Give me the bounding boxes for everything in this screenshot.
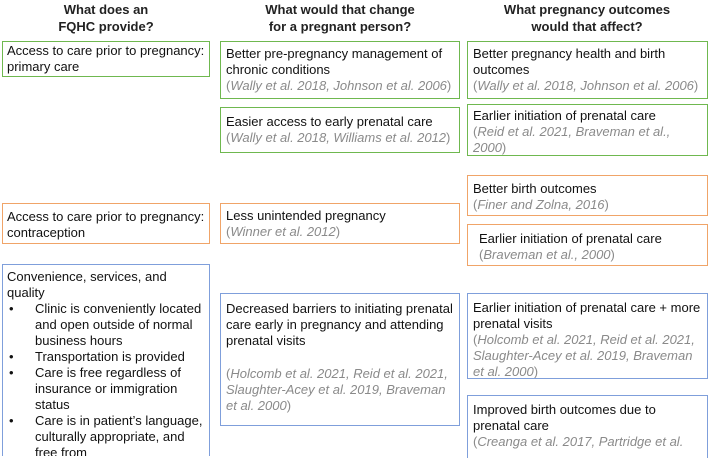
column-header-outcomes: What pregnancy outcomes would that affec… [466,1,708,35]
column-header-fqhc-provides: What does an FQHC provide? [2,1,210,35]
box-title: Convenience, services, and quality [7,269,167,300]
outcome-earlier-initiation-2-box: Earlier initiation of prenatal care (Bra… [467,224,708,266]
outcome-health-birth-box: Better pregnancy health and birth outcom… [467,41,708,99]
citation: (Wally et al. 2018, Williams et al. 2012… [226,130,451,145]
citation-text: Wally et al. 2018, Williams et al. 2012 [230,130,447,145]
box-text: Less unintended pregnancy [226,208,386,223]
citation-text: Creanga et al. 2017, Partridge et al. [477,434,684,449]
outcome-earlier-initiation-box: Earlier initiation of prenatal care (Rei… [467,104,708,156]
box-text: Better pregnancy health and birth outcom… [473,46,666,77]
citation: (Finer and Zolna, 2016) [473,197,609,212]
box-text: Earlier initiation of prenatal care [479,231,662,246]
provide-contraception-box: Access to care prior to pregnancy: contr… [2,203,210,244]
citation-text: Braveman et al., 2000 [483,247,611,262]
citation: (Holcomb et al. 2021, Reid et al. 2021, … [226,366,448,413]
provide-convenience-box: Convenience, services, and quality Clini… [2,264,210,456]
convenience-bullet-list: Clinic is conveniently located and open … [7,301,205,456]
citation-text: Holcomb et al. 2021, Reid et al. 2021, S… [226,366,448,413]
citation-text: Winner et al. 2012 [230,224,336,239]
citation-text: Wally et al. 2018, Johnson et al. 2006 [477,78,694,93]
box-text: Better pre-pregnancy management of chron… [226,46,443,77]
box-text: Easier access to early prenatal care [226,114,433,129]
box-text: Access to care prior to pregnancy: prima… [7,43,205,74]
change-early-access-box: Easier access to early prenatal care (Wa… [220,107,460,153]
change-decreased-barriers-box: Decreased barriers to initiating prenata… [220,293,460,426]
outcome-better-birth-box: Better birth outcomes (Finer and Zolna, … [467,175,708,216]
header-line: What pregnancy outcomes [503,2,671,17]
citation-text: Reid et al. 2021, Braveman et al., 2000 [473,124,671,155]
outcome-improved-birth-box: Improved birth outcomes due to prenatal … [467,395,708,458]
change-unintended-pregnancy-box: Less unintended pregnancy (Winner et al.… [220,203,460,244]
box-text: Earlier initiation of prenatal care + mo… [473,300,701,331]
citation: (Holcomb et al. 2021, Reid et al. 2021, … [473,332,695,379]
outcome-earlier-more-visits-box: Earlier initiation of prenatal care + mo… [467,293,708,379]
citation-text: Wally et al. 2018, Johnson et al. 2006 [230,78,447,93]
citation: (Wally et al. 2018, Johnson et al. 2006) [473,78,699,93]
header-line: would that affect? [531,19,643,34]
provide-primary-care-box: Access to care prior to pregnancy: prima… [2,41,210,77]
bullet-item: Transportation is provided [7,349,205,365]
bullet-item: Care is in patient’s language, culturall… [7,413,205,456]
box-text: Earlier initiation of prenatal care [473,108,656,123]
citation: (Braveman et al., 2000) [479,247,615,262]
citation: (Creanga et al. 2017, Partridge et al. [473,434,684,449]
header-line: What does an [63,2,149,17]
bullet-item: Clinic is conveniently located and open … [7,301,205,349]
header-line: for a pregnant person? [268,19,412,34]
column-header-what-changes: What would that change for a pregnant pe… [220,1,460,35]
citation: (Wally et al. 2018, Johnson et al. 2006) [226,78,452,93]
change-chronic-conditions-box: Better pre-pregnancy management of chron… [220,41,460,99]
bullet-item: Care is free regardless of insurance or … [7,365,205,413]
citation-text: Holcomb et al. 2021, Reid et al. 2021, S… [473,332,695,379]
box-text: Decreased barriers to initiating prenata… [226,301,453,348]
box-text: Improved birth outcomes due to prenatal … [473,402,656,433]
header-line: FQHC provide? [58,19,154,34]
citation: (Winner et al. 2012) [226,224,341,239]
citation: (Reid et al. 2021, Braveman et al., 2000… [473,124,671,155]
box-text: Access to care prior to pregnancy: contr… [7,209,205,240]
header-line: What would that change [265,2,415,17]
box-text: Better birth outcomes [473,181,597,196]
citation-text: Finer and Zolna, 2016 [477,197,605,212]
